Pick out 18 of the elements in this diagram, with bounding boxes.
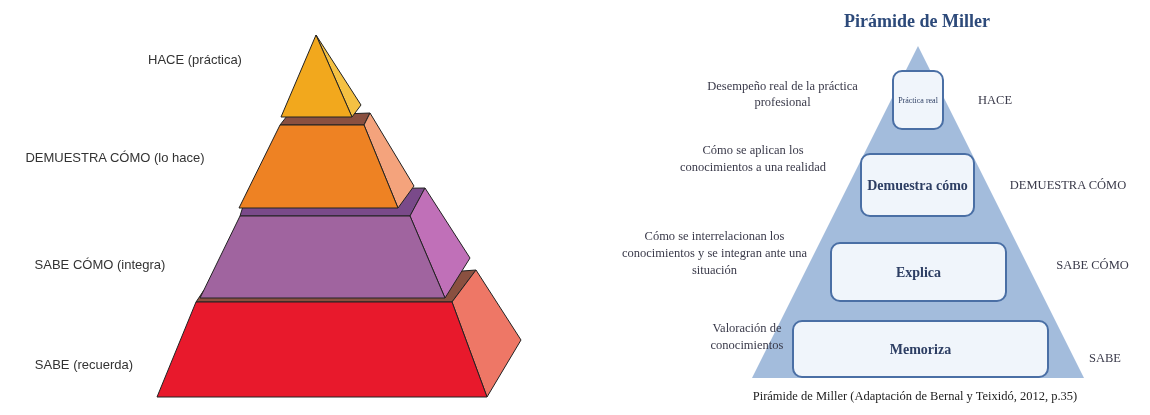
level-label: SABE xyxy=(1088,350,1122,367)
level-box: Demuestra cómo xyxy=(860,153,975,217)
level-label: SABE CÓMO (integra) xyxy=(33,256,167,274)
level-label: HACE xyxy=(977,92,1013,109)
level-box: Explica xyxy=(830,242,1007,302)
level-label: SABE (recuerda) xyxy=(33,356,135,374)
level-label: Valoración de conocimientos xyxy=(709,320,785,354)
level-label: Cómo se interrelacionan los conocimientos y se integran ante una situación xyxy=(621,228,808,279)
level-label: SABE CÓMO xyxy=(1055,257,1130,274)
level-label: Cómo se aplican los conocimientos a una realidad xyxy=(678,142,828,176)
level-label: HACE (práctica) xyxy=(147,51,243,69)
level-label: Desempeño real de la práctica profesional xyxy=(706,78,859,110)
level-box: Memoriza xyxy=(792,320,1049,378)
title: Pirámide de Miller xyxy=(843,10,991,33)
level-label: DEMUESTRA CÓMO xyxy=(1008,177,1128,194)
level-label: DEMUESTRA CÓMO (lo hace) xyxy=(24,149,206,167)
level-box: Práctica real xyxy=(892,70,944,130)
caption: Pirámide de Miller (Adaptación de Bernal y Teixidó, 2012, p.35) xyxy=(751,388,1079,405)
